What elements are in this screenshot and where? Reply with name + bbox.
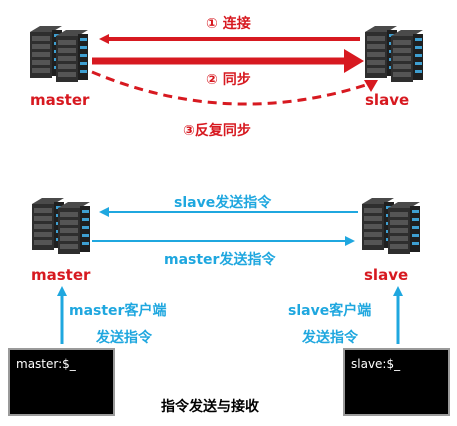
step2-label: ② 同步 [206,72,251,88]
bottom-slave-server-icon [362,198,420,254]
slave-client-send-label: 发送指令 [302,330,358,346]
master-terminal: master:$_ [8,348,115,416]
slave-send-command-label: slave发送指令 [174,195,272,211]
step3-label: ③反复同步 [183,123,251,139]
master-client-label: master客户端 [69,303,167,319]
slave-client-label: slave客户端 [288,303,372,319]
sync-arrowhead [344,49,364,73]
slave-server-icon [365,26,423,82]
diagram-caption: 指令发送与接收 [161,399,259,415]
slave-label-top: slave [365,91,410,109]
slave-terminal-prompt: slave:$_ [351,357,401,371]
master-terminal-prompt: master:$_ [16,357,76,371]
step1-label: ① 连接 [206,16,251,32]
master-server-icon [30,26,88,82]
master-client-send-label: 发送指令 [96,330,152,346]
bottom-master-server-icon [32,198,90,254]
master-label-bottom: master [31,266,91,284]
master-label-top: master [30,91,90,109]
slave-terminal: slave:$_ [343,348,450,416]
repeat-sync-arrow [91,70,373,106]
repeat-sync-arrowhead [364,80,378,92]
slave-label-bottom: slave [364,266,409,284]
master-send-command-label: master发送指令 [164,252,276,268]
